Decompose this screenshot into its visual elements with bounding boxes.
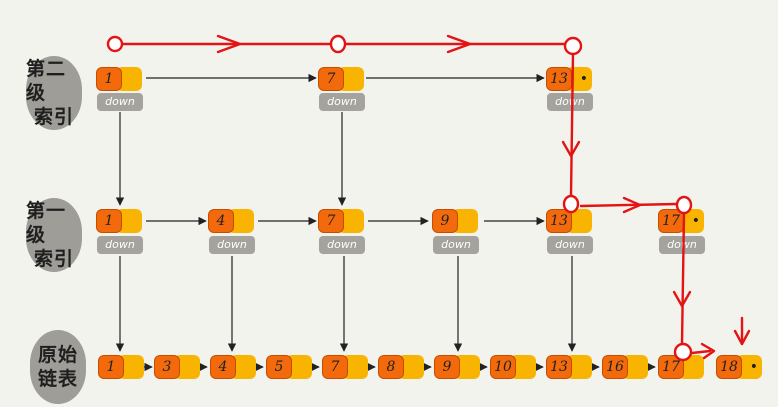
level1-index-label: 第一级 索引 [26, 198, 82, 272]
node-value: 9 [434, 355, 460, 379]
list-node: 18 • [716, 355, 766, 379]
node-value: 9 [432, 209, 458, 233]
l1-node: 9 [432, 209, 482, 233]
node-value: 1 [98, 355, 124, 379]
down-pointer: down [97, 236, 143, 254]
node-value: 13 [546, 209, 572, 233]
list-node: 5 [266, 355, 316, 379]
search-path-segment [569, 52, 575, 198]
list-node: 1 [98, 355, 148, 379]
list-node: 3 [154, 355, 204, 379]
node-value: 10 [490, 355, 516, 379]
search-path-node-circle [329, 34, 347, 54]
search-path-arrowhead [700, 342, 716, 360]
search-path-segment [690, 349, 712, 355]
list-node: 10 [490, 355, 540, 379]
level2-index-label-line2: 索引 [33, 106, 74, 128]
node-value: 17 [658, 209, 684, 233]
level2-index-label-line1: 第二级 [26, 58, 67, 104]
node-value: 1 [96, 209, 122, 233]
level2-index-label: 第二级 索引 [26, 56, 82, 130]
search-path-arrowhead [733, 329, 751, 346]
original-list-label-line1: 原始 [37, 344, 78, 366]
node-value: 4 [210, 355, 236, 379]
down-pointer: down [97, 93, 143, 111]
search-path-arrowhead [216, 34, 242, 54]
original-list-label: 原始 链表 [30, 330, 86, 404]
list-node: 4 [210, 355, 260, 379]
original-list-label-line2: 链表 [37, 368, 78, 390]
list-node: 16 [602, 355, 652, 379]
search-path-node-circle [562, 194, 580, 214]
level1-index-label-line2: 索引 [33, 248, 74, 270]
node-value: 5 [266, 355, 292, 379]
search-path-node-circle [673, 342, 693, 362]
node-value: 13 [546, 355, 572, 379]
down-pointer: down [547, 236, 593, 254]
search-path-arrowhead [672, 290, 692, 308]
null-pointer-dot: • [749, 359, 758, 375]
node-value: 8 [378, 355, 404, 379]
search-path-arrowhead [622, 196, 642, 214]
down-pointer: down [319, 236, 365, 254]
search-path-node-circle [675, 195, 693, 215]
search-path-node-circle [563, 36, 583, 56]
down-pointer: down [209, 236, 255, 254]
node-value: 13 [546, 67, 572, 91]
down-pointer: down [547, 93, 593, 111]
node-value: 3 [154, 355, 180, 379]
l1-node: 13 [546, 209, 596, 233]
node-value: 18 [716, 355, 742, 379]
level1-index-label-line1: 第一级 [26, 200, 67, 246]
node-value: 7 [318, 209, 344, 233]
node-value: 7 [318, 67, 344, 91]
list-node: 7 [322, 355, 372, 379]
null-pointer-dot: • [579, 71, 588, 87]
down-pointer: down [433, 236, 479, 254]
l1-node: 7 [318, 209, 368, 233]
l2-node: 13 • [546, 67, 596, 91]
search-path-segment [579, 202, 679, 208]
down-pointer: down [659, 236, 705, 254]
search-path-segment [680, 212, 686, 346]
l1-node: 4 [208, 209, 258, 233]
list-node: 8 [378, 355, 428, 379]
search-path-arrowhead [561, 140, 581, 158]
l2-node: 7 [318, 67, 368, 91]
null-pointer-dot: • [691, 213, 700, 229]
l2-node: 1 [96, 67, 146, 91]
l1-node: 1 [96, 209, 146, 233]
down-pointer: down [319, 93, 365, 111]
search-path-arrowhead [446, 34, 472, 54]
node-value: 16 [602, 355, 628, 379]
node-value: 4 [208, 209, 234, 233]
list-node: 9 [434, 355, 484, 379]
search-start-circle [106, 35, 124, 53]
list-node: 13 [546, 355, 596, 379]
node-value: 1 [96, 67, 122, 91]
node-value: 7 [322, 355, 348, 379]
